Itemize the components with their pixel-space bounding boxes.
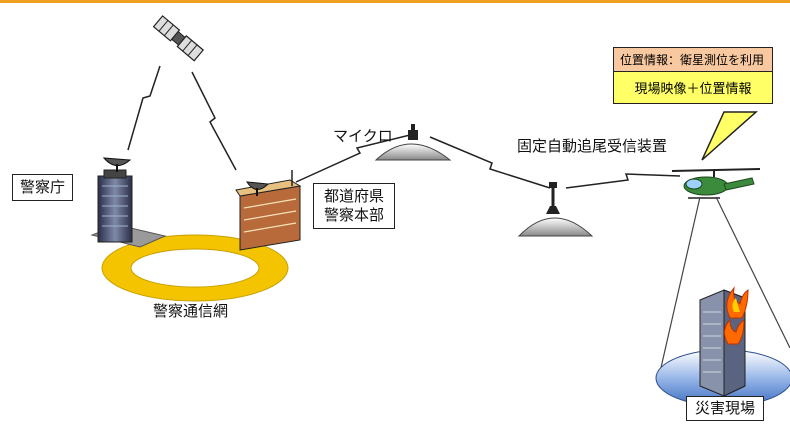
top-accent-bar	[0, 0, 790, 3]
callout-video-position: 現場映像＋位置情報	[613, 72, 773, 104]
tracking-receiver-mountain-icon	[517, 182, 594, 237]
prefectural-hq-building-icon	[235, 170, 302, 251]
micro-label: マイクロ	[333, 127, 393, 145]
callout-position-info: 位置情報：衛星測位を利用	[613, 47, 773, 72]
police-network-ring	[101, 234, 289, 302]
radio-links	[127, 65, 681, 189]
fixed-tracking-receiver-label: 固定自動追尾受信装置	[517, 137, 668, 155]
camera-view-cone	[659, 196, 790, 373]
prefectural-hq-label-line1: 都道府県	[323, 187, 384, 205]
npa-label: 警察庁	[12, 174, 74, 201]
link-micro-receiver	[429, 136, 551, 189]
disaster-site	[655, 286, 790, 407]
callout-box: 位置情報：衛星測位を利用 現場映像＋位置情報	[613, 47, 773, 104]
micro-relay-mountain-icon	[374, 124, 452, 161]
link-hq-micro	[295, 134, 411, 183]
police-network-label: 警察通信網	[153, 302, 229, 320]
fire-icon	[724, 286, 749, 345]
link-receiver-heli	[565, 173, 681, 189]
prefectural-hq-label: 都道府県 警察本部	[313, 183, 395, 229]
prefectural-hq-label-line2: 警察本部	[323, 206, 384, 224]
disaster-site-label: 災害現場	[686, 396, 765, 421]
callout-tail	[701, 111, 758, 161]
link-satellite-npa	[127, 65, 161, 151]
satellite-icon	[152, 15, 205, 62]
link-satellite-hq	[191, 71, 237, 171]
satellite-dish-icon	[246, 181, 270, 196]
helicopter-icon	[671, 168, 761, 199]
satellite-dish-icon	[102, 157, 132, 172]
npa-building-icon	[90, 169, 167, 248]
